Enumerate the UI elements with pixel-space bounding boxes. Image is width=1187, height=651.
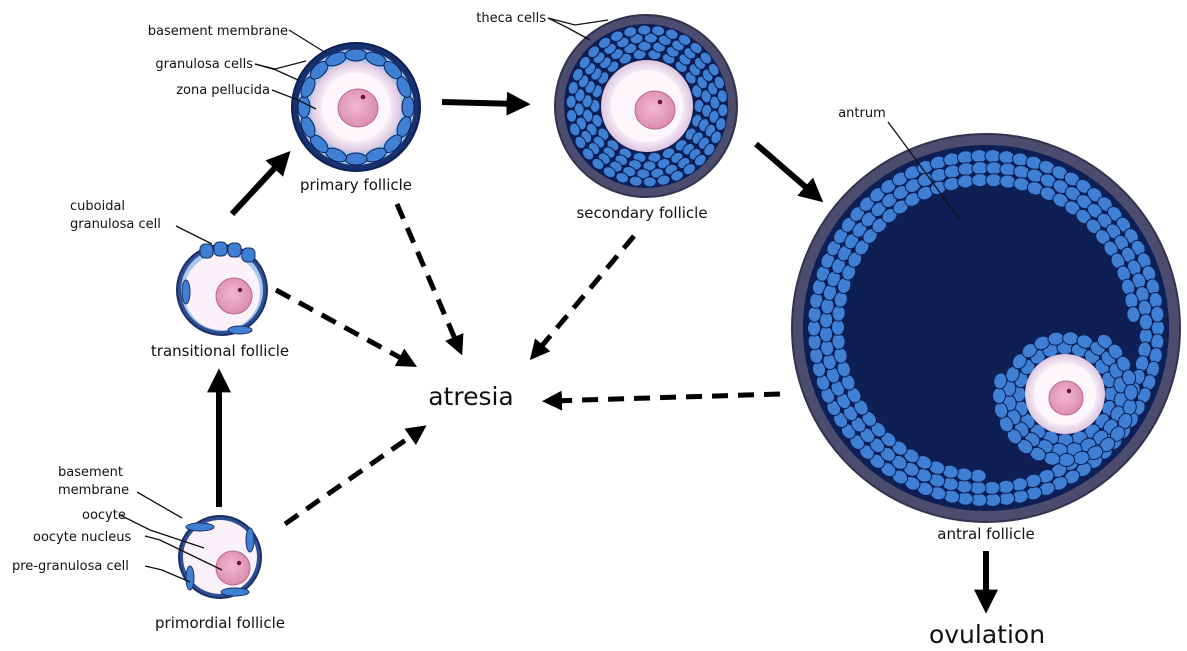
label-basement-2: membrane [58,483,129,498]
granulosa-cell [298,96,310,118]
granulosa-cell [402,96,414,118]
granulosa-cell [1139,314,1153,330]
granulosa-cell [831,319,844,335]
granulosa-cell [643,177,656,187]
atresia-arrows [276,204,780,524]
label-basement-1: basement [58,465,123,480]
label-oocyte-nucleus: oocyte nucleus [33,530,131,545]
label-cuboidal-2: granulosa cell [70,217,161,232]
arrow-primordial-to-atresia [285,430,420,524]
label-granulosa-cells: granulosa cells [155,57,253,72]
label-antral-follicle: antral follicle [937,525,1034,543]
label-antrum: antrum [838,106,886,121]
granulosa-cell [345,49,367,61]
cumulus-cell [1058,453,1074,466]
cumulus-cell [1124,384,1137,400]
granulosa-cell [638,25,651,35]
label-zona-pellucida: zona pellucida [176,83,270,98]
cumulus-cell [992,387,1005,403]
secondary-follicle [555,15,737,197]
label-atresia: atresia [428,382,514,411]
arrow-secondary-to-antral [756,144,816,196]
granulosa-cell [566,95,577,109]
arrow-primary-to-secondary [442,102,521,104]
label-cuboidal-1: cuboidal [70,199,125,214]
arrow-transitional-to-atresia [276,290,410,363]
arrow-transitional-to-primary [232,158,284,214]
granulosa-cell [718,103,729,117]
granulosa-cell [345,153,367,165]
arrow-antral-to-atresia [550,394,780,401]
label-ovulation: ovulation [929,620,1045,649]
label-secondary-follicle: secondary follicle [576,204,707,222]
label-pre-granulosa: pre-granulosa cell [12,559,129,574]
label-basement-membrane: basement membrane [148,24,288,39]
arrow-primary-to-atresia [397,204,459,348]
label-oocyte: oocyte [82,508,126,523]
primordial-follicle [179,516,261,598]
antral-follicle [792,134,1180,522]
label-transitional-follicle: transitional follicle [151,342,289,360]
transitional-follicle [177,242,267,335]
label-primary-follicle: primary follicle [300,176,412,194]
label-theca-cells: theca cells [476,11,546,26]
arrow-secondary-to-atresia [535,236,634,354]
label-primordial-follicle: primordial follicle [155,614,285,632]
